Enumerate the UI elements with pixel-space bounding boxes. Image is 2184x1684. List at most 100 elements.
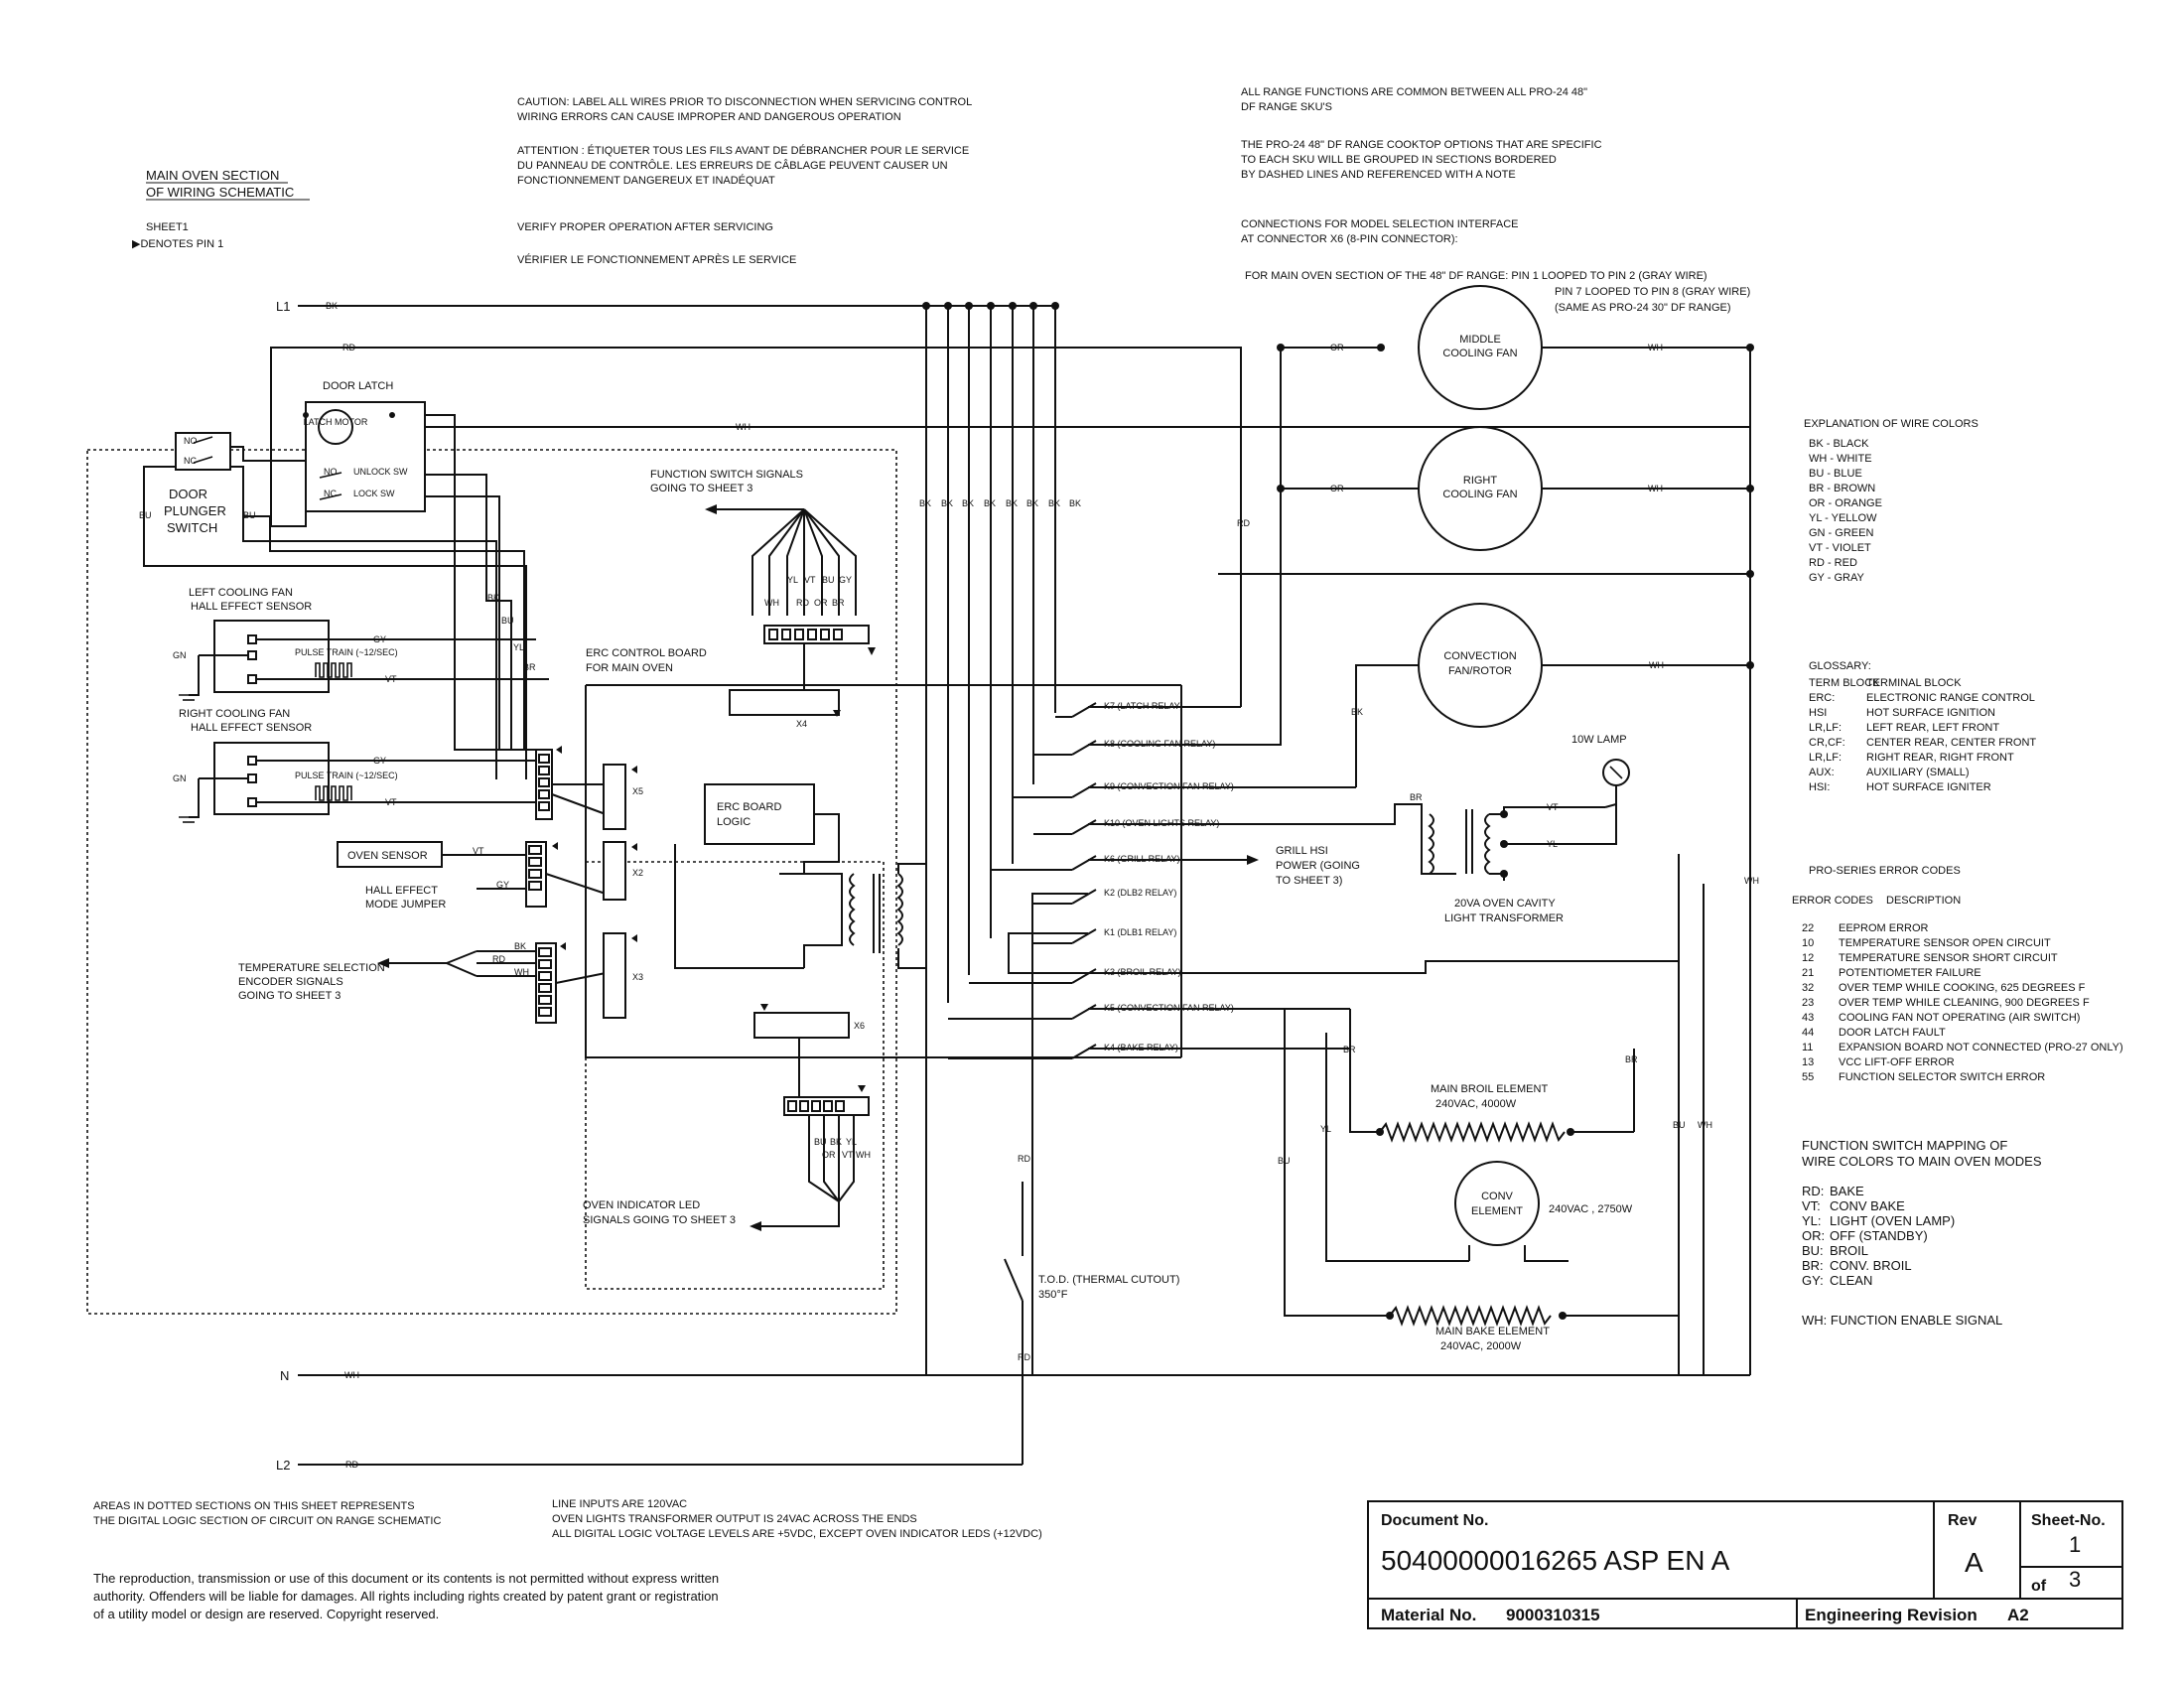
oven-sensor-label: OVEN SENSOR	[347, 850, 428, 862]
latch-to-x5: BK BU YL BR	[242, 414, 552, 751]
svg-text:OR: OR	[1330, 484, 1344, 493]
wire-color-item: BR - BROWN	[1809, 483, 1875, 494]
svg-text:YL: YL	[787, 575, 798, 585]
glossary-term: HSI:	[1809, 781, 1830, 793]
svg-text:BK: BK	[1048, 498, 1060, 508]
function-mapping-title1: FUNCTION SWITCH MAPPING OF	[1802, 1138, 2007, 1153]
error-code: 32	[1802, 982, 1814, 994]
svg-text:WH: WH	[1698, 1120, 1712, 1130]
error-description: POTENTIOMETER FAILURE	[1839, 967, 1981, 979]
relay-label: K1 (DLB1 RELAY)	[1104, 927, 1176, 937]
mapping-color: VT:	[1802, 1198, 1821, 1213]
svg-text:RD: RD	[1018, 1352, 1030, 1362]
svg-text:RD: RD	[342, 343, 355, 352]
cooktop-line1: THE PRO-24 48" DF RANGE COOKTOP OPTIONS …	[1241, 139, 1602, 151]
verify-en: VERIFY PROPER OPERATION AFTER SERVICING	[517, 221, 773, 233]
error-code: 22	[1802, 922, 1814, 934]
digital-logic-section	[86, 449, 897, 1315]
door-latch: DOOR LATCH LATCH MOTOR NO UNLOCK SW NC L…	[303, 380, 426, 512]
svg-text:X5: X5	[632, 786, 643, 796]
error-codes-col-desc: DESCRIPTION	[1886, 895, 1961, 907]
svg-text:BK: BK	[1006, 498, 1018, 508]
left-fan-line1: LEFT COOLING FAN	[189, 587, 293, 599]
error-description: TEMPERATURE SENSOR OPEN CIRCUIT	[1839, 937, 2051, 949]
attention-line3: FONCTIONNEMENT DANGEREUX ET INADÉQUAT	[517, 174, 775, 187]
doc-no-label: Document No.	[1381, 1512, 1488, 1529]
svg-text:YL: YL	[513, 642, 524, 652]
wire-color-item: BU - BLUE	[1809, 468, 1862, 480]
erc-control-board: ERC CONTROL BOARD FOR MAIN OVEN X5 X2 X3…	[585, 647, 1182, 1058]
svg-text:GY: GY	[373, 756, 386, 766]
conv-element-line3: 240VAC , 2750W	[1549, 1203, 1633, 1215]
main-oven-line2: PIN 7 LOOPED TO PIN 8 (GRAY WIRE)	[1555, 286, 1750, 298]
convection-fan: CONVECTION FAN/ROTOR WH BK	[1351, 603, 1754, 787]
right-fan-line2: HALL EFFECT SENSOR	[191, 722, 312, 734]
wh-return-bus: WH	[1678, 348, 1759, 1376]
right-pulse-train: PULSE TRAIN (~12/SEC)	[295, 771, 398, 780]
wire-color-item: GY - GRAY	[1809, 572, 1864, 584]
mapping-mode: BAKE	[1830, 1184, 1864, 1198]
lamp-label: 10W LAMP	[1571, 734, 1627, 746]
svg-text:BR: BR	[832, 598, 845, 608]
wire-color-item: BK - BLACK	[1809, 438, 1869, 450]
caution-line2: WIRING ERRORS CAN CAUSE IMPROPER AND DAN…	[517, 111, 901, 123]
svg-text:WH: WH	[856, 1150, 871, 1160]
svg-text:VT: VT	[385, 674, 397, 684]
sheet-no-label: Sheet-No.	[2031, 1512, 2106, 1529]
right-fan-line1: RIGHT COOLING FAN	[179, 708, 290, 720]
door-latch-label: DOOR LATCH	[323, 380, 393, 392]
error-code: 12	[1802, 952, 1814, 964]
error-code: 13	[1802, 1056, 1814, 1068]
relay-9: K5 (CONVECTION FAN RELAY)	[948, 1003, 1234, 1020]
error-code: 44	[1802, 1027, 1814, 1039]
svg-text:YL: YL	[846, 1137, 857, 1147]
svg-text:OR: OR	[822, 1150, 836, 1160]
svg-text:VT: VT	[385, 797, 397, 807]
svg-text:UNLOCK SW: UNLOCK SW	[353, 467, 408, 477]
svg-text:WH: WH	[736, 422, 751, 432]
door-plunger-line1: DOOR	[169, 487, 207, 501]
range-line1: ALL RANGE FUNCTIONS ARE COMMON BETWEEN A…	[1241, 86, 1587, 98]
wire-color-item: YL - YELLOW	[1809, 512, 1877, 524]
material-no: 9000310315	[1506, 1606, 1600, 1624]
glossary-definition: ELECTRONIC RANGE CONTROL	[1866, 692, 2035, 704]
encoder-block: BK RD WH TEMPERATURE SELECTION ENCODER S…	[238, 941, 607, 1024]
led-line1: OVEN INDICATOR LED	[583, 1199, 700, 1211]
wire-colors-title: EXPLANATION OF WIRE COLORS	[1804, 418, 1979, 430]
main-bake-element: BU MAIN BAKE ELEMENT 240VAC, 2000W BU WH	[1278, 1009, 1712, 1352]
grill-line3: TO SHEET 3)	[1276, 875, 1342, 887]
error-codes-col-code: ERROR CODES	[1792, 895, 1873, 907]
svg-text:LOCK SW: LOCK SW	[353, 489, 395, 498]
conv-fan-line1: CONVECTION	[1443, 650, 1516, 662]
main-oven-line1: FOR MAIN OVEN SECTION OF THE 48" DF RANG…	[1245, 270, 1707, 282]
svg-text:RD: RD	[1018, 1154, 1030, 1164]
relay-label: K2 (DLB2 RELAY)	[1104, 888, 1176, 898]
svg-text:NO: NO	[324, 467, 338, 477]
svg-text:WH: WH	[1648, 484, 1663, 493]
attention-line1: ATTENTION : ÉTIQUETER TOUS LES FILS AVAN…	[517, 144, 969, 157]
mapping-color: GY:	[1802, 1273, 1824, 1288]
svg-text:ERC BOARD: ERC BOARD	[717, 801, 781, 813]
digital-logic-section-inner	[585, 861, 885, 1290]
svg-text:NO: NO	[184, 436, 198, 446]
wire-color-item: OR - ORANGE	[1809, 497, 1882, 509]
func-sig-line2: GOING TO SHEET 3	[650, 483, 752, 494]
oven-light-transformer: VT YL BR 20VA OVEN CAVITY LIGHT TRANSFOR…	[1395, 792, 1605, 924]
glossary-term: CR,CF:	[1809, 737, 1845, 749]
led-line2: SIGNALS GOING TO SHEET 3	[583, 1214, 736, 1226]
glossary-term: AUX:	[1809, 767, 1835, 778]
svg-text:GY: GY	[373, 634, 386, 644]
wire-tag-wh: WH	[344, 1370, 359, 1380]
material-label: Material No.	[1381, 1606, 1476, 1624]
svg-text:BU: BU	[139, 510, 152, 520]
relay-10: K4 (BAKE RELAY)	[948, 1043, 1178, 1059]
error-description: VCC LIFT-OFF ERROR	[1839, 1056, 1955, 1068]
mapping-mode: OFF (STANDBY)	[1830, 1228, 1928, 1243]
temp-sel-line3: GOING TO SHEET 3	[238, 990, 341, 1002]
line-l1-label: L1	[276, 299, 290, 314]
mapping-color: YL:	[1802, 1213, 1822, 1228]
oven-lamp: 10W LAMP	[1571, 734, 1630, 845]
glossary-definition: HOT SURFACE IGNITER	[1866, 781, 1991, 793]
erc-board-line2: FOR MAIN OVEN	[586, 662, 673, 674]
